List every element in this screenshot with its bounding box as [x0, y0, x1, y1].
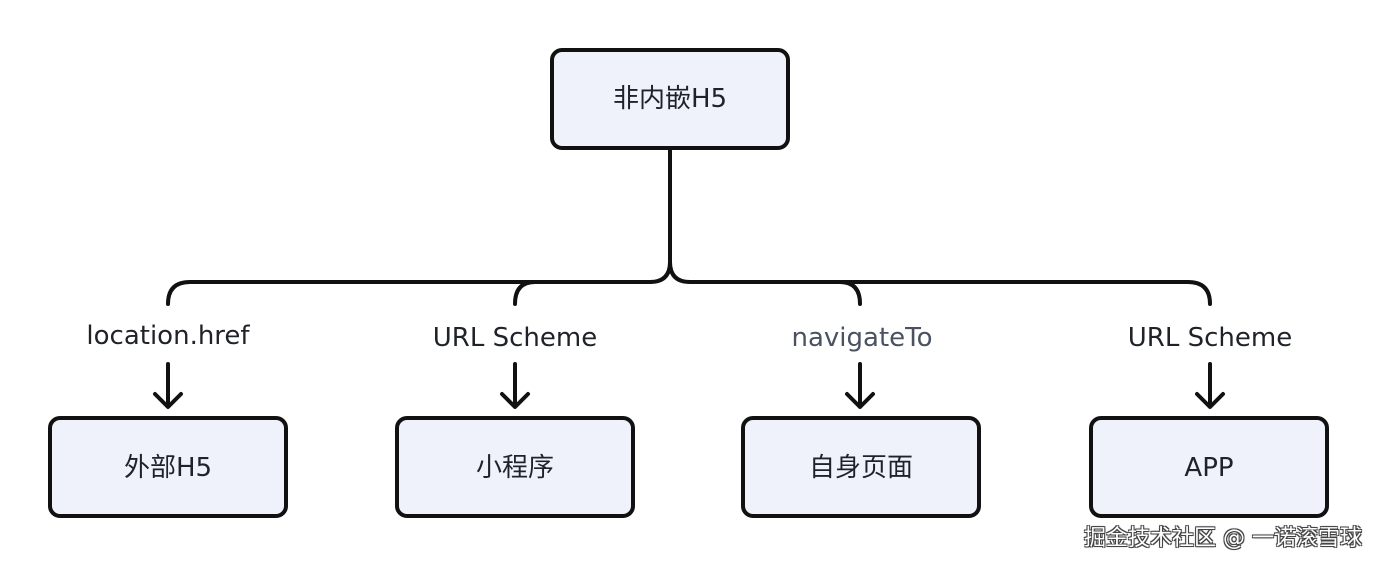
trunk-connector: [648, 148, 672, 284]
child-node-3-label: 自身页面: [809, 453, 913, 483]
child-node-4-label: APP: [1184, 453, 1233, 483]
bus-right: [688, 280, 1212, 306]
child-node-2-label: 小程序: [476, 453, 554, 483]
trunk-connector-right: [668, 260, 692, 284]
arrow-3: [845, 362, 875, 409]
child-node-4: APP: [1089, 416, 1329, 518]
arrow-2: [500, 362, 530, 409]
child-node-2: 小程序: [395, 416, 635, 518]
edge-label-4: URL Scheme: [1128, 323, 1292, 353]
bus-left: [166, 280, 652, 306]
root-node-label: 非内嵌H5: [613, 84, 727, 114]
watermark: 掘金技术社区 @ 一诺滚雪球: [1084, 526, 1362, 551]
root-node: 非内嵌H5: [550, 48, 790, 150]
bus-inner-left: [513, 280, 537, 306]
child-node-1: 外部H5: [48, 416, 288, 518]
arrow-4: [1195, 362, 1225, 409]
bus-inner-right: [838, 280, 862, 306]
connectors: [153, 148, 1225, 409]
child-node-1-label: 外部H5: [124, 453, 212, 483]
arrow-1: [153, 362, 183, 409]
child-node-3: 自身页面: [741, 416, 981, 518]
edge-label-3: navigateTo: [791, 323, 932, 353]
edge-label-1: location.href: [86, 321, 250, 351]
edge-label-2: URL Scheme: [433, 323, 597, 353]
